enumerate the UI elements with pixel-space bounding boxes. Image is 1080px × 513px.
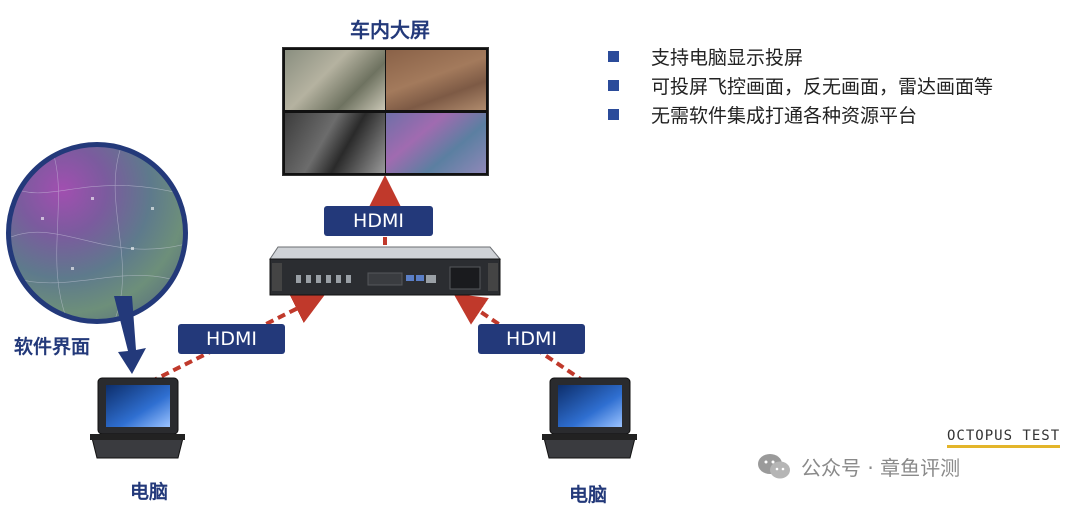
screen-title: 车内大屏 (350, 18, 430, 42)
rugged-laptop-icon-left (90, 377, 185, 459)
screen-quadrant-radar-map (386, 113, 486, 173)
hdmi-label-top: HDMI (324, 206, 433, 236)
rack-server-icon (269, 246, 502, 296)
feature-item: 支持电脑显示投屏 (608, 42, 993, 71)
wechat-watermark: 公众号 · 章鱼评测 (757, 452, 960, 481)
magnifier-pointer-icon (114, 296, 146, 374)
feature-item: 可投屏飞控画面，反无画面，雷达画面等 (608, 71, 993, 100)
feature-text: 无需软件集成打通各种资源平台 (651, 105, 918, 127)
screen-quadrant-camera-view (285, 113, 385, 173)
in-vehicle-display (283, 48, 488, 175)
computer-label-right: 电脑 (569, 484, 608, 506)
feature-item: 无需软件集成打通各种资源平台 (608, 100, 993, 129)
screen-quadrant-drone-view (285, 50, 385, 110)
wechat-account-text: 公众号 · 章鱼评测 (801, 456, 961, 480)
bullet-square-icon (608, 80, 619, 91)
bullet-square-icon (608, 51, 619, 62)
bullet-square-icon (608, 109, 619, 120)
hdmi-label-left: HDMI (178, 324, 285, 354)
octopus-test-watermark: OCTOPUS TEST (947, 428, 1061, 448)
feature-list: 支持电脑显示投屏 可投屏飞控画面，反无画面，雷达画面等 无需软件集成打通各种资源… (608, 42, 993, 129)
hdmi-label-right: HDMI (478, 324, 585, 354)
computer-label-left: 电脑 (130, 481, 169, 503)
feature-text: 支持电脑显示投屏 (651, 47, 804, 69)
rugged-laptop-icon-right (542, 377, 637, 459)
screen-quadrant-aerial-map (386, 50, 486, 110)
feature-text: 可投屏飞控画面，反无画面，雷达画面等 (651, 76, 994, 98)
software-interface-label: 软件界面 (14, 336, 91, 358)
software-interface-magnifier (6, 142, 188, 324)
wechat-icon (758, 453, 790, 478)
